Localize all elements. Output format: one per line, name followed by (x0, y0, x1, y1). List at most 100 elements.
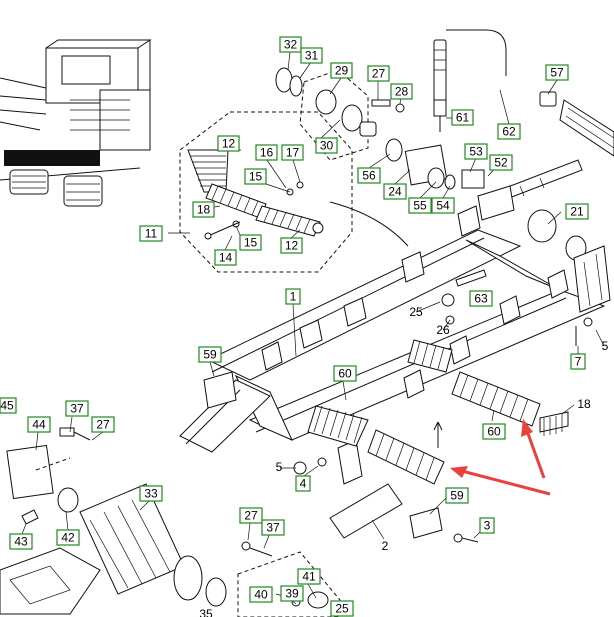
coil-spring-upper (187, 149, 229, 193)
svg-text:37: 37 (70, 402, 84, 416)
callout-57: 57 (545, 64, 569, 81)
callout-32: 32 (279, 36, 302, 53)
svg-text:60: 60 (338, 367, 352, 381)
svg-text:52: 52 (494, 156, 508, 170)
callout-60: 60 (333, 365, 357, 382)
svg-text:25: 25 (335, 602, 349, 616)
coil-spring-left (205, 183, 267, 219)
callout-41: 41 (297, 568, 321, 585)
svg-text:27: 27 (96, 418, 110, 432)
svg-text:18: 18 (197, 203, 211, 217)
comb-plate (539, 411, 569, 436)
svg-text:28: 28 (395, 85, 409, 99)
callout-14: 14 (214, 249, 237, 266)
callout-39: 39 (280, 585, 304, 602)
svg-text:7: 7 (575, 355, 582, 369)
frame-brackets (261, 185, 569, 399)
frame-coil-springs (307, 339, 541, 485)
bearing-tube (539, 91, 614, 157)
callout-27: 27 (367, 65, 390, 82)
callout-28: 28 (390, 83, 413, 100)
svg-text:14: 14 (219, 251, 233, 265)
svg-text:43: 43 (14, 535, 28, 549)
callout-15: 15 (244, 168, 267, 185)
svg-text:24: 24 (388, 185, 402, 199)
svg-text:33: 33 (144, 487, 158, 501)
callout-44: 44 (27, 416, 51, 433)
coil-spring-right (255, 205, 324, 237)
svg-text:1: 1 (290, 290, 297, 304)
callout-15: 15 (239, 234, 262, 251)
svg-text:39: 39 (285, 587, 299, 601)
svg-text:56: 56 (362, 169, 376, 183)
svg-text:25: 25 (409, 305, 423, 319)
lower-left-assembly (0, 427, 227, 615)
callout-1: 1 (285, 288, 301, 305)
svg-text:5: 5 (276, 460, 283, 474)
upper-small-parts (275, 67, 485, 190)
callout-25: 25 (409, 305, 423, 319)
highlight-arrows (450, 419, 551, 496)
callout-37: 37 (65, 400, 89, 417)
callout-62: 62 (497, 123, 521, 140)
svg-text:40: 40 (254, 588, 268, 602)
callout-43: 43 (9, 533, 33, 550)
svg-text:53: 53 (469, 145, 483, 159)
svg-text:44: 44 (32, 418, 46, 432)
callout-21: 21 (565, 203, 589, 220)
svg-text:17: 17 (286, 146, 300, 160)
svg-text:37: 37 (266, 521, 280, 535)
svg-text:41: 41 (302, 570, 316, 584)
callout-12: 12 (217, 135, 240, 152)
roller-detail (179, 111, 353, 273)
callout-12: 12 (280, 237, 303, 254)
svg-text:57: 57 (550, 66, 564, 80)
callout-61: 61 (451, 109, 474, 126)
callout-59: 59 (198, 346, 222, 363)
callout-30: 30 (315, 137, 338, 154)
callout-3: 3 (479, 517, 495, 534)
callout-7: 7 (570, 353, 586, 370)
callout-54: 54 (431, 197, 455, 214)
callout-5: 5 (276, 460, 283, 474)
svg-text:16: 16 (260, 146, 274, 160)
svg-text:18: 18 (577, 397, 591, 411)
callout-27: 27 (91, 416, 115, 433)
svg-text:55: 55 (413, 199, 427, 213)
callout-37: 37 (261, 519, 285, 536)
svg-text:62: 62 (502, 125, 516, 139)
svg-text:27: 27 (372, 67, 386, 81)
svg-text:26: 26 (436, 323, 450, 337)
svg-text:2: 2 (382, 539, 389, 553)
detail-pointer (329, 201, 409, 247)
svg-text:35: 35 (199, 607, 213, 617)
scraper-plates (203, 371, 443, 539)
svg-text:5: 5 (602, 339, 609, 353)
callout-52: 52 (489, 154, 513, 171)
svg-text:12: 12 (222, 137, 236, 151)
callout-24: 24 (383, 183, 407, 200)
svg-text:59: 59 (450, 489, 464, 503)
leader-lines (21, 51, 605, 605)
callout-45: 45 (0, 397, 17, 414)
callout-53: 53 (464, 143, 488, 160)
callout-labels: 32 31 29 27 28 57 12 16 17 30 61 62 15 5… (0, 36, 609, 617)
callout-35: 35 (199, 607, 213, 617)
callout-17: 17 (281, 144, 304, 161)
callout-33: 33 (139, 485, 163, 502)
svg-text:15: 15 (244, 236, 258, 250)
callout-29: 29 (330, 62, 353, 79)
shaft (499, 159, 587, 261)
callout-11: 11 (139, 225, 163, 242)
callout-56: 56 (357, 167, 381, 184)
svg-text:32: 32 (284, 38, 298, 52)
svg-text:21: 21 (570, 205, 584, 219)
callout-42: 42 (56, 529, 80, 546)
svg-text:31: 31 (305, 49, 319, 63)
svg-text:54: 54 (436, 199, 450, 213)
svg-text:11: 11 (145, 227, 158, 241)
svg-text:42: 42 (61, 531, 75, 545)
callout-2: 2 (382, 539, 389, 553)
